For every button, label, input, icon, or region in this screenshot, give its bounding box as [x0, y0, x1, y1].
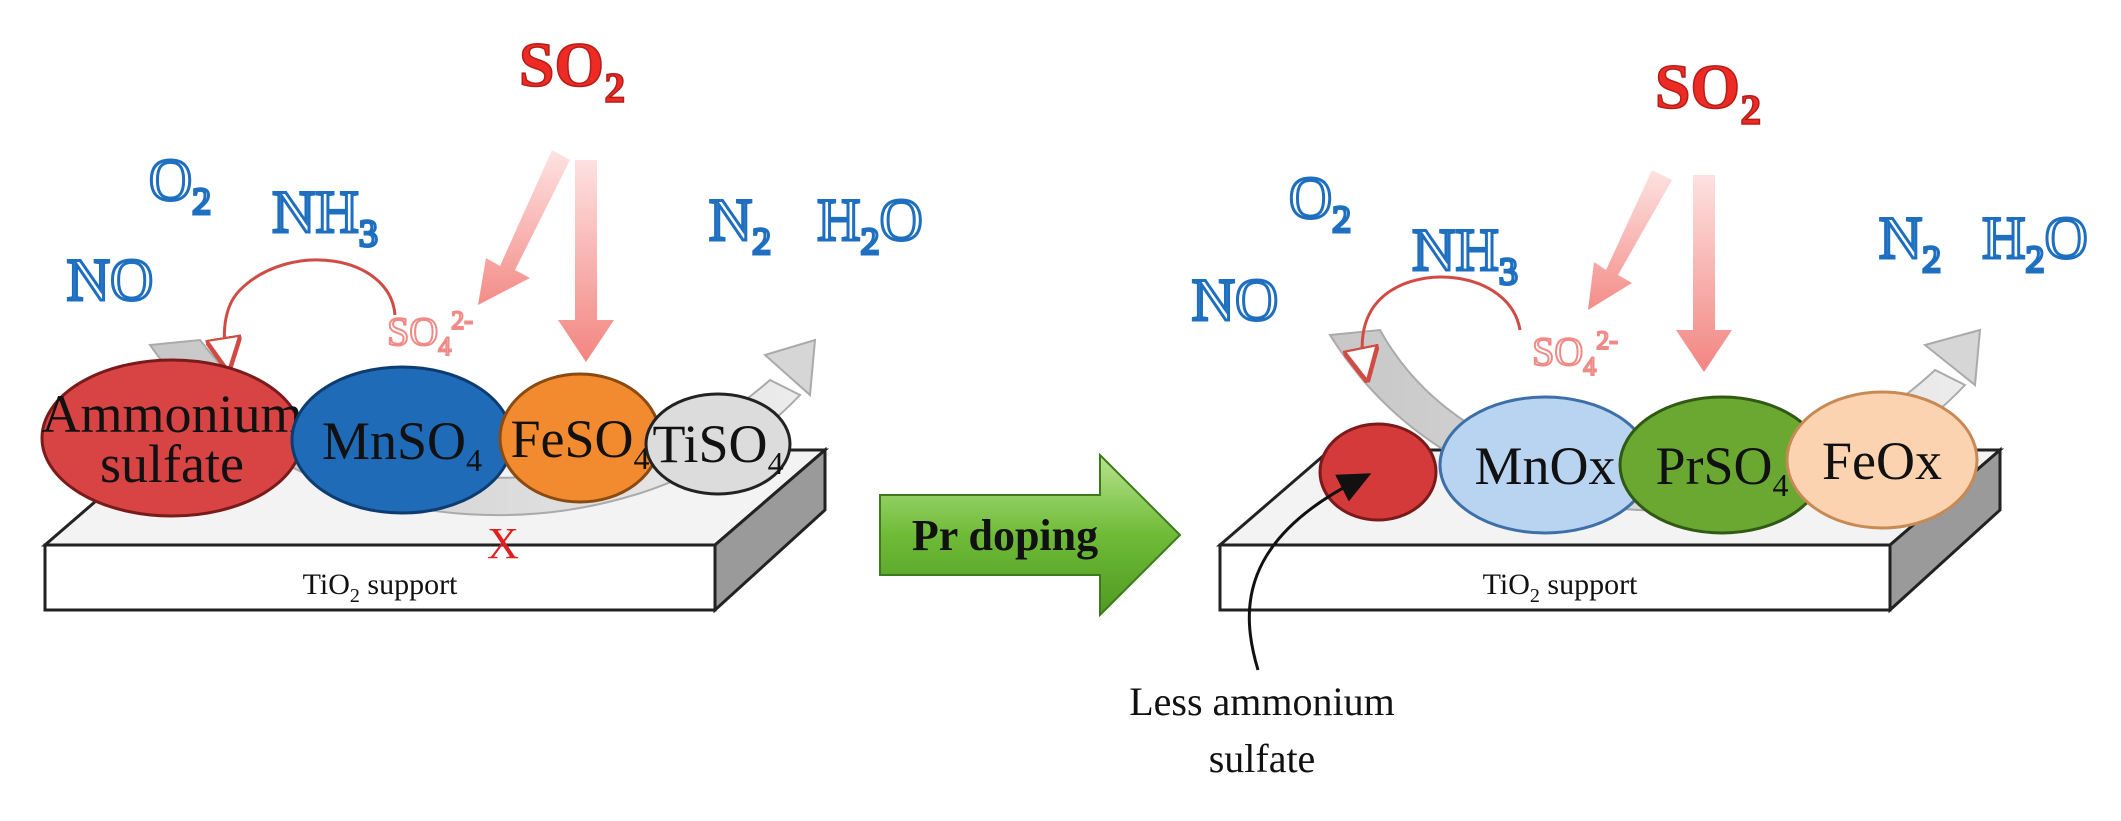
left-h2o-label: H2O [817, 187, 923, 263]
left-n2-label: N2 [709, 187, 771, 263]
right-n2-label: N2 [1879, 205, 1941, 281]
tiso4-label: TiSO4 [652, 414, 783, 481]
right-particle-red-small [1318, 422, 1438, 522]
right-h2o-label: H2O [1982, 205, 2088, 281]
mnso4-label: MnSO4 [322, 411, 482, 478]
pr-doping-label: Pr doping [912, 511, 1098, 560]
left-no-label: NO [67, 247, 154, 313]
blocked-x-mark: X [487, 519, 519, 568]
left-so2-label: SO2 [519, 29, 625, 112]
left-particle-ammonium-sulfate: Ammonium sulfate [40, 358, 304, 518]
right-nh3-label: NH3 [1412, 217, 1518, 293]
left-particle-mnso4: MnSO4 [290, 365, 514, 515]
right-no-label: NO [1192, 267, 1279, 333]
feox-label: FeOx [1822, 431, 1942, 491]
prso4-label: PrSO4 [1655, 436, 1788, 503]
right-particle-feox: FeOx [1785, 390, 1979, 530]
left-panel: TiO2 support Ammonium sulfate MnSO4 FeSO… [40, 28, 924, 614]
right-so2-label: SO2 [1655, 51, 1761, 134]
left-nh3-label: NH3 [272, 179, 378, 255]
right-support-label: TiO2 support [1483, 568, 1638, 607]
left-so2-arrows [478, 150, 614, 362]
ammonium-label-line1: Ammonium [41, 384, 302, 444]
left-so4-label: SO42- [387, 306, 473, 361]
right-so4-label: SO42- [1532, 326, 1618, 381]
right-particle-prso4: PrSO4 [1618, 395, 1826, 535]
mnox-label: MnOx [1474, 436, 1615, 496]
less-ammonium-note-line1: Less ammonium [1129, 679, 1395, 724]
left-support-label: TiO2 support [303, 568, 458, 607]
left-particle-feso4: FeSO4 [498, 372, 662, 504]
left-particle-tiso4: TiSO4 [644, 392, 792, 496]
less-ammonium-note-line2: sulfate [1209, 736, 1316, 781]
right-particle-mnox: MnOx [1438, 395, 1652, 535]
right-panel: TiO2 support MnOx PrSO4 FeOx [1129, 50, 2089, 781]
less-ammonium-pointer [1247, 473, 1372, 671]
feso4-label: FeSO4 [510, 409, 649, 476]
left-o2-label: O2 [149, 147, 211, 223]
right-so2-arrows [1588, 170, 1732, 372]
pr-doping-arrow: Pr doping [879, 452, 1182, 618]
right-nh3-curl-arrow [1362, 275, 1522, 365]
left-nh3-curl-arrow [224, 258, 397, 355]
right-o2-label: O2 [1289, 165, 1351, 241]
ammonium-label-line2: sulfate [100, 434, 244, 494]
